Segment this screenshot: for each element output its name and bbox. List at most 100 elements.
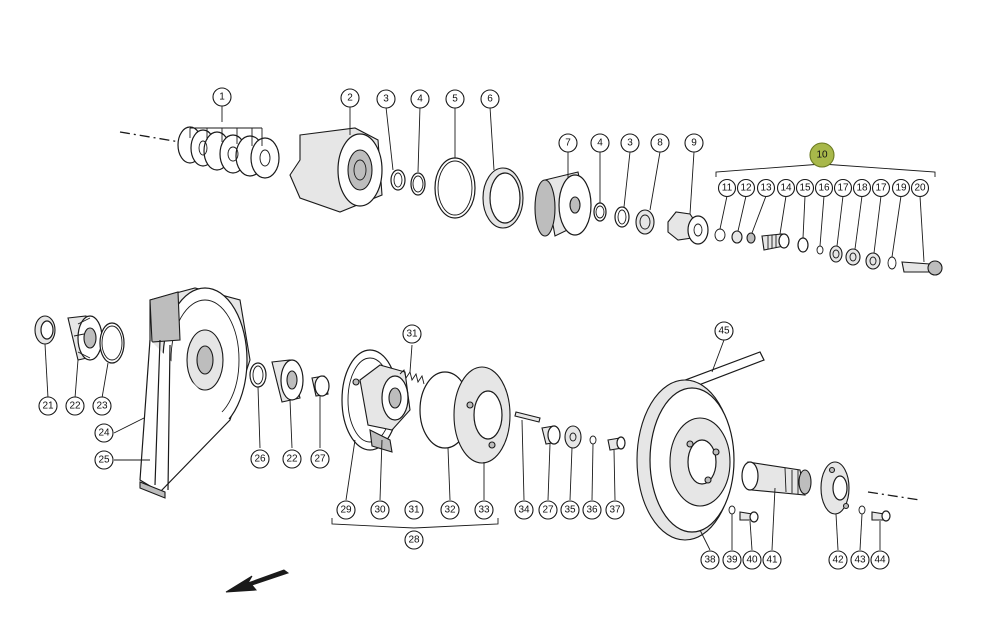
callout-label: 6: [487, 94, 493, 105]
callout-11: 11: [717, 178, 737, 198]
callout-label: 29: [340, 505, 352, 516]
bracket-28: [331, 518, 499, 529]
callout-32: 32: [440, 500, 460, 520]
callout-31b: 31: [404, 500, 424, 520]
callout-31: 31: [402, 324, 422, 344]
part-17b-nut: [865, 252, 881, 270]
part-23-snap-ring: [99, 322, 125, 364]
callout-label: 30: [374, 505, 386, 516]
callout-10: 10: [809, 142, 835, 168]
callout-14: 14: [776, 178, 796, 198]
callout-label: 37: [609, 505, 621, 516]
callout-label: 20: [914, 183, 926, 194]
callout-label: 17: [875, 183, 887, 194]
part-16-small-ring: [816, 245, 824, 255]
part-1-disc-stack: [177, 126, 280, 179]
part-15-ring: [797, 237, 809, 253]
callout-label: 40: [746, 555, 758, 566]
callout-label: 7: [565, 138, 571, 149]
callout-12: 12: [736, 178, 756, 198]
part-11-circlip: [714, 228, 726, 242]
callout-label: 15: [799, 183, 811, 194]
callout-label: 22: [69, 401, 81, 412]
callout-45: 45: [714, 321, 734, 341]
callout-label: 41: [766, 555, 778, 566]
callout-label: 31: [406, 329, 418, 340]
part-22-bearing: [67, 315, 103, 361]
callout-label: 27: [542, 505, 554, 516]
callout-label: 1: [219, 92, 225, 103]
callout-label: 3: [627, 138, 633, 149]
callout-20: 20: [910, 178, 930, 198]
callout-label: 24: [98, 428, 110, 439]
part-39-washer: [728, 505, 736, 515]
callout-label: 35: [564, 505, 576, 516]
part-35-washer: [564, 425, 582, 449]
part-17-bushing: [829, 245, 843, 263]
callout-label: 26: [254, 454, 266, 465]
callout-label: 19: [895, 183, 907, 194]
callout-label: 3: [383, 94, 389, 105]
callout-17: 17: [833, 178, 853, 198]
callout-22: 22: [65, 396, 85, 416]
part-42-flange: [820, 461, 850, 515]
callout-label: 14: [780, 183, 792, 194]
part-14-threaded-pin: [761, 233, 790, 251]
callout-label: 8: [657, 138, 663, 149]
callout-label: 4: [417, 94, 423, 105]
callout-label: 38: [704, 555, 716, 566]
callout-label: 18: [856, 183, 868, 194]
callout-24: 24: [94, 423, 114, 443]
callout-label: 11: [722, 183, 733, 194]
callout-21: 21: [38, 396, 58, 416]
callout-label: 23: [96, 401, 108, 412]
callout-39: 39: [722, 550, 742, 570]
callout-label: 39: [726, 555, 738, 566]
part-18-bushing: [845, 248, 861, 266]
callout-label: 4: [597, 138, 603, 149]
callout-36: 36: [582, 500, 602, 520]
callout-label: 10: [816, 150, 828, 161]
callout-label: 44: [874, 555, 886, 566]
callout-label: 9: [691, 138, 697, 149]
part-13-washer: [746, 232, 756, 244]
callout-34: 34: [514, 500, 534, 520]
callout-label: 12: [740, 183, 752, 194]
part-25-belt: [139, 339, 231, 499]
callout-label: 5: [452, 94, 458, 105]
part-5-snap-ring: [434, 157, 476, 219]
callout-label: 36: [586, 505, 598, 516]
callout-4: 4: [410, 89, 430, 109]
axis-line-top: [119, 131, 181, 143]
part-22b-bearing: [271, 359, 304, 403]
part-19-ring: [887, 256, 897, 270]
part-33-flange: [453, 366, 511, 464]
callout-37: 37: [605, 500, 625, 520]
callout-44: 44: [870, 550, 890, 570]
callout-29: 29: [336, 500, 356, 520]
callout-43: 43: [850, 550, 870, 570]
part-21-seal: [34, 315, 56, 345]
callout-label: 32: [444, 505, 456, 516]
part-44-bolt: [871, 510, 891, 522]
arrow-icon: [225, 569, 290, 593]
part-37-bolt: [607, 436, 626, 451]
callout-label: 43: [854, 555, 866, 566]
callout-8: 8: [650, 133, 670, 153]
callout-label: 17: [837, 183, 849, 194]
callout-26: 26: [250, 449, 270, 469]
part-31-spring: [399, 369, 425, 385]
part-8-bushing: [635, 209, 655, 235]
callout-38: 38: [700, 550, 720, 570]
callout-27: 27: [310, 449, 330, 469]
callout-13: 13: [756, 178, 776, 198]
part-26-ring: [249, 362, 267, 388]
part-3-ring-b: [614, 206, 630, 228]
callout-4b: 4: [590, 133, 610, 153]
part-4-ring: [410, 172, 426, 196]
callout-9: 9: [684, 133, 704, 153]
callout-15: 15: [795, 178, 815, 198]
part-7-cylinder: [534, 171, 592, 237]
callout-3: 3: [376, 89, 396, 109]
